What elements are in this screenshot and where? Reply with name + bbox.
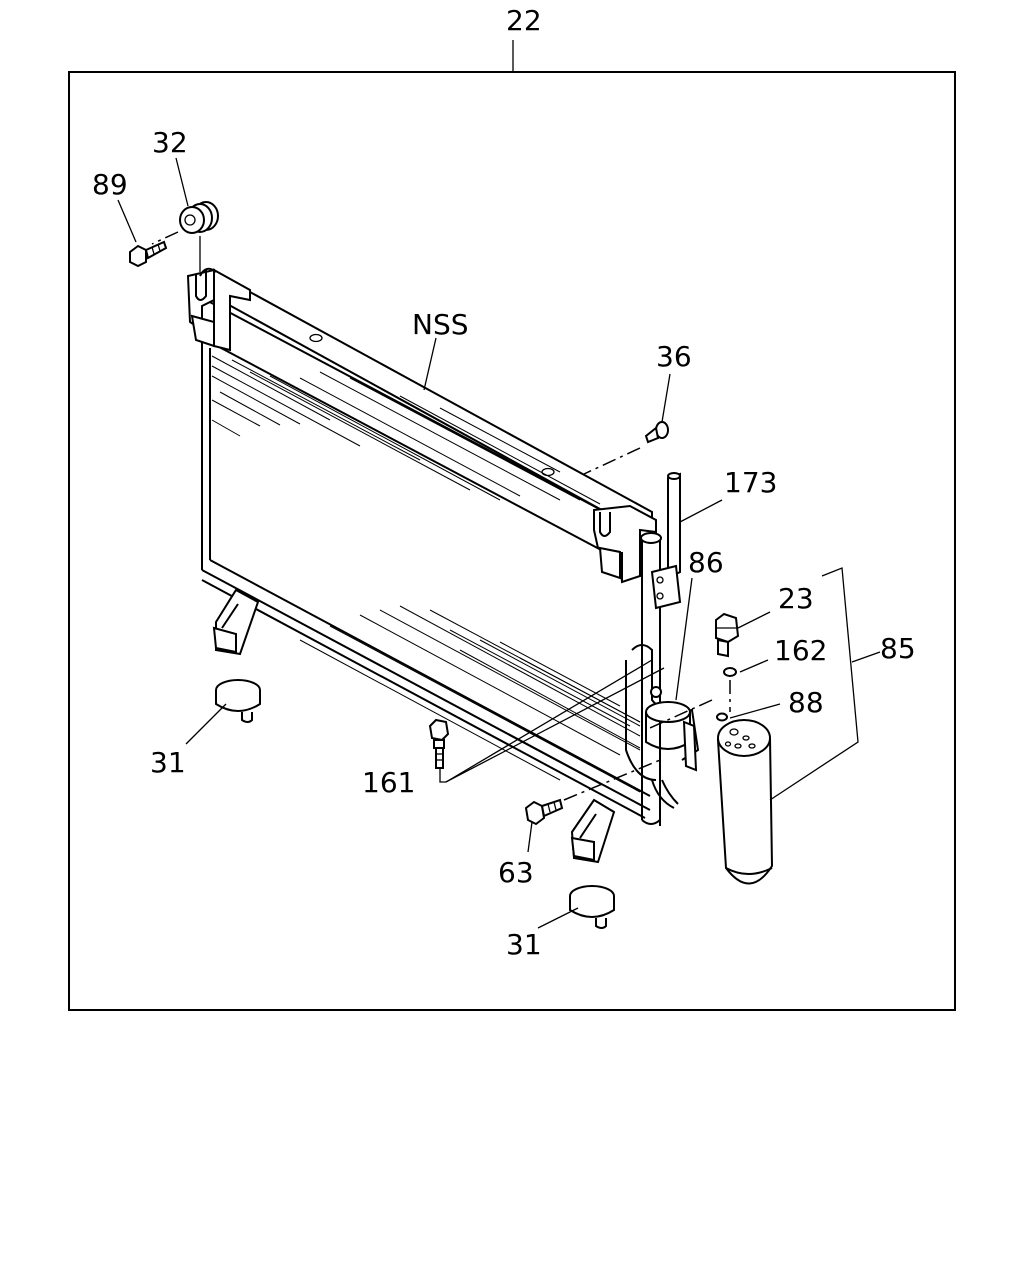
callout-85[interactable]: 85 (880, 632, 916, 665)
bolt-89 (129, 240, 168, 268)
switch-23 (715, 612, 740, 658)
grommet-32 (179, 201, 219, 234)
pipe-173 (650, 472, 682, 610)
callout-161[interactable]: 161 (362, 766, 415, 799)
screw-36 (644, 421, 669, 444)
callout-173[interactable]: 173 (724, 466, 777, 499)
bracket-top-left (186, 267, 251, 352)
callout-31-left[interactable]: 31 (150, 746, 186, 779)
callout-162[interactable]: 162 (774, 634, 827, 667)
callout-88[interactable]: 88 (788, 686, 824, 719)
mount-31-left (215, 679, 261, 723)
callout-63[interactable]: 63 (498, 856, 534, 889)
receiver-drier-85 (716, 719, 774, 885)
callout-31-bottom[interactable]: 31 (506, 928, 542, 961)
o-ring-88 (716, 712, 728, 722)
o-ring-162 (723, 667, 737, 677)
assembly-frame (68, 71, 956, 1011)
callout-nss[interactable]: NSS (412, 308, 469, 341)
bracket-top-right (593, 504, 657, 584)
callout-32[interactable]: 32 (152, 126, 188, 159)
bracket-86 (625, 644, 700, 809)
condenser-core (201, 280, 653, 819)
foot-right (570, 798, 616, 864)
foot-left (212, 588, 260, 656)
bolt-161 (428, 718, 450, 769)
mount-31-bottom (569, 885, 615, 929)
callout-23[interactable]: 23 (778, 582, 814, 615)
leader-lines (117, 157, 881, 929)
callout-86[interactable]: 86 (688, 546, 724, 579)
callout-22[interactable]: 22 (506, 4, 542, 37)
callout-36[interactable]: 36 (656, 340, 692, 373)
bolt-63 (524, 798, 564, 826)
callout-89[interactable]: 89 (92, 168, 128, 201)
